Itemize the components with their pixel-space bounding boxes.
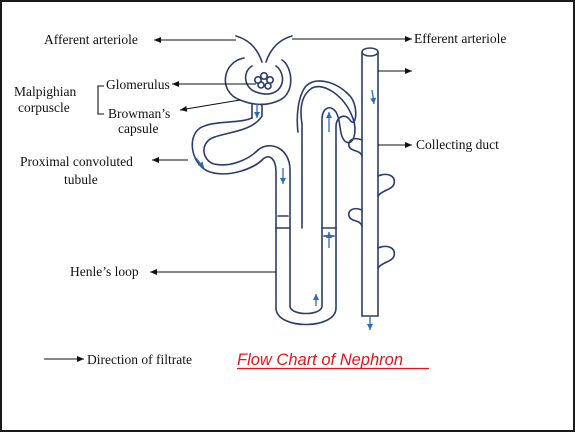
legend: Direction of filtrate [44,352,192,367]
flow-arrow-duct-top [370,89,377,105]
legend-direction-label: Direction of filtrate [87,352,192,367]
nephron-structure [191,35,396,326]
duct-branch-left-2 [347,207,363,227]
afferent-arteriole-vessel [235,35,263,63]
malpighian-label-line2: corpuscle [18,100,70,115]
efferent-arteriole-label: Efferent arteriole [414,31,506,46]
malpighian-bracket [97,85,104,115]
malpighian-label-line1: Malpighian [14,84,76,99]
distal-tubule-outer [300,85,356,229]
flow-arrow-pct [195,157,205,169]
loop-segment-bands [275,215,337,237]
henles-loop-outer [275,227,337,326]
glomerulus-tuft [254,72,274,90]
collecting-duct-label: Collecting duct [416,137,499,152]
duct-branch-right-1 [377,173,396,197]
capsule-neck [251,103,263,119]
proximal-label-line1: Proximal convoluted [20,154,133,169]
efferent-arteriole-vessel [265,35,293,63]
henles-loop-label: Henle’s loop [70,264,139,279]
afferent-arteriole-label: Afferent arteriole [44,32,138,47]
proximal-tubule-outer [191,117,277,229]
labels: Afferent arteriole Efferent arteriole Ma… [14,31,506,279]
bowmans-label-line2: capsule [118,121,158,136]
duct-branch-left-1 [347,137,363,157]
filtrate-flow-arrows [195,89,377,330]
leader-bowmans [179,99,241,112]
leader-lines [97,36,412,275]
bowmans-capsule-outer [224,57,292,106]
collecting-duct-top [361,47,379,57]
diagram-title: Flow Chart of Nephron [237,351,403,369]
proximal-label-line2: tubule [64,172,98,187]
bowmans-label-line1: Browman’s [108,106,170,121]
duct-branch-right-2 [377,245,396,269]
bowmans-capsule-inner [244,65,284,95]
distal-tubule-inner [296,80,357,229]
glomerulus-label: Glomerulus [106,77,170,92]
proximal-tubule-inner [203,115,291,229]
henles-loop-inner [289,227,323,315]
